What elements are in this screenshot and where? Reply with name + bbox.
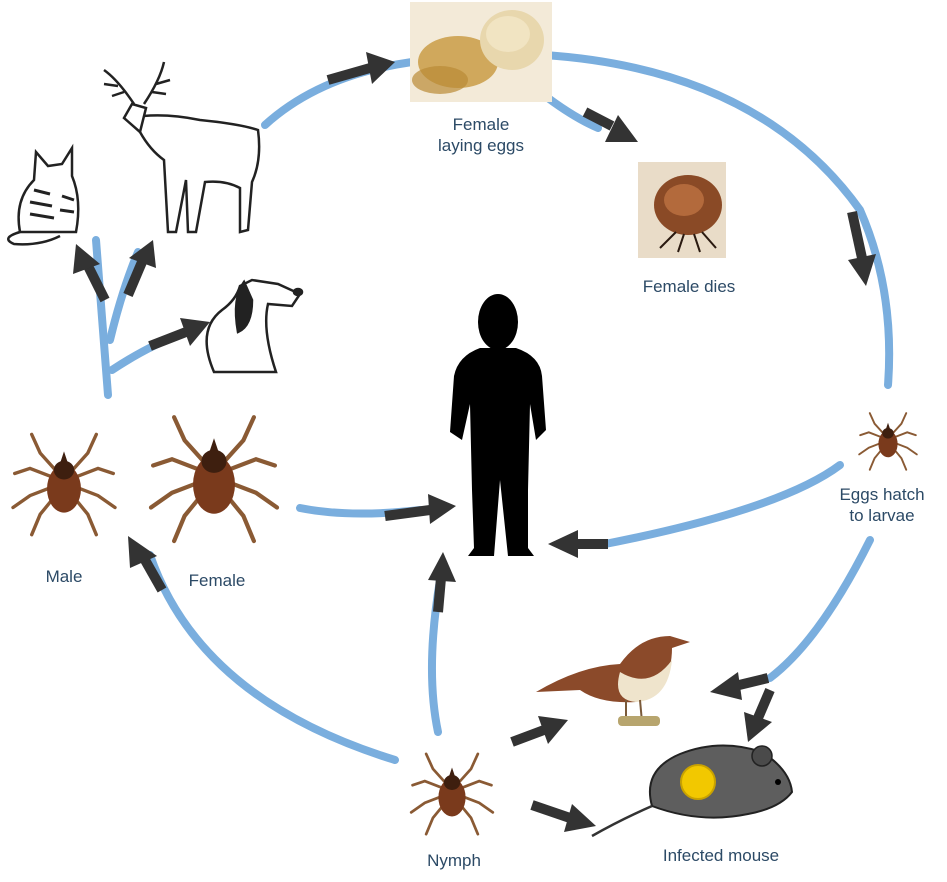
mouse-icon [592, 745, 792, 836]
nymph-tick-icon [411, 754, 493, 834]
male-tick-icon [13, 434, 115, 534]
label-female: Female [172, 570, 262, 591]
label-female-laying-eggs: Female laying eggs [410, 114, 552, 156]
label-female-dies: Female dies [614, 276, 764, 297]
egg-mass-icon [410, 2, 552, 102]
arrow-larvae-to-human [548, 530, 608, 558]
arrow-nymph-to-mouse [532, 804, 596, 832]
dog-icon [207, 280, 302, 372]
bird-icon [536, 636, 690, 726]
arrow-to-dog [150, 318, 210, 346]
arrow-to-mouse [744, 690, 772, 742]
arrow-to-bird [710, 672, 768, 700]
path-deer-to-eggs [265, 62, 412, 125]
label-eggs-hatch: Eggs hatch to larvae [822, 484, 942, 526]
larva-tick-icon [859, 413, 917, 470]
human-silhouette [450, 294, 546, 556]
label-male: Male [24, 566, 104, 587]
dead-tick-icon [638, 162, 726, 258]
arrow-nymph-to-human [428, 552, 456, 612]
arrow-nymph-to-bird [512, 716, 568, 744]
path-branch-deer [110, 252, 138, 340]
infection-marker [681, 765, 715, 799]
path-larvae-to-human [600, 465, 840, 545]
deer-icon [104, 62, 259, 232]
cat-icon [8, 148, 78, 244]
path-larvae-to-hosts [770, 540, 870, 678]
label-nymph: Nymph [404, 850, 504, 871]
female-tick-icon [151, 417, 277, 541]
arrow-to-eggs [328, 52, 395, 84]
label-infected-mouse: Infected mouse [636, 845, 806, 866]
